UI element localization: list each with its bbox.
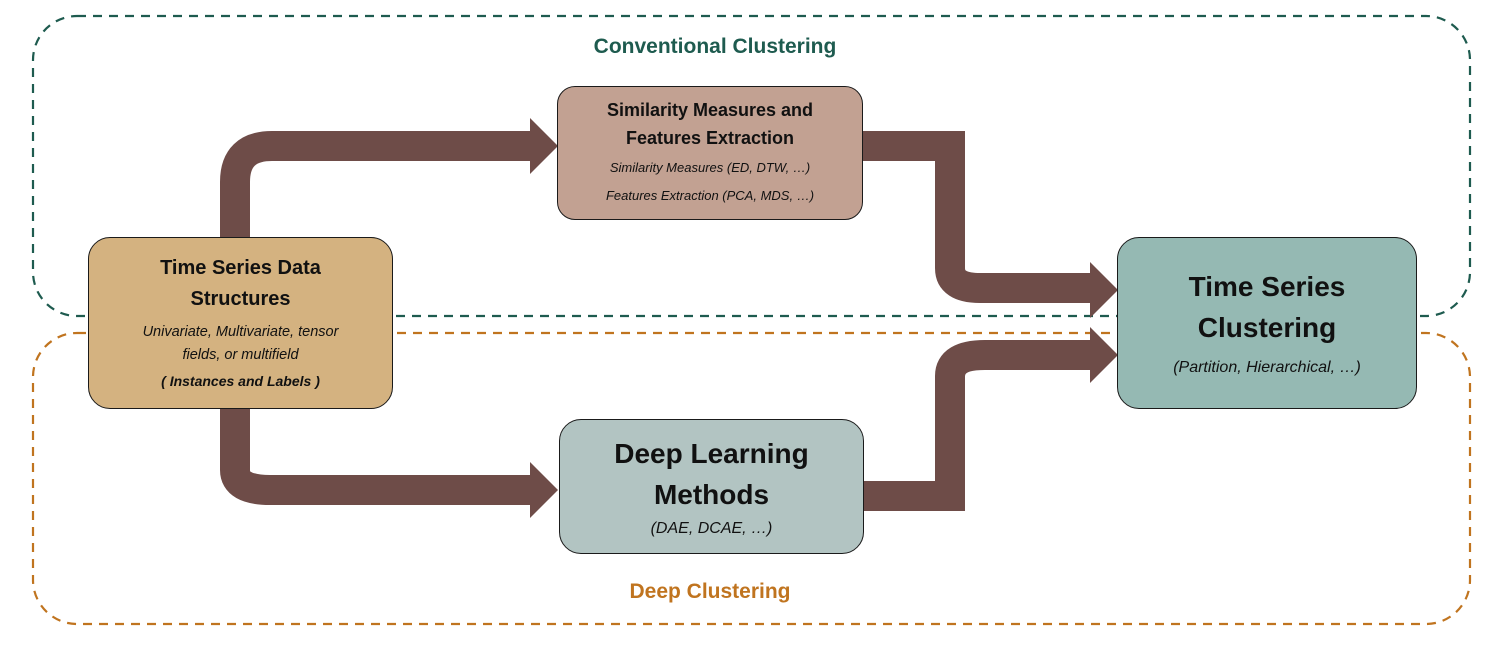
node-title: Clustering: [1197, 312, 1337, 343]
arrow-data-to-deep: [220, 408, 535, 505]
node-description: Features Extraction (PCA, MDS, …): [605, 188, 815, 203]
time-series-data-structures-node: Time Series Data Structures Univariate, …: [88, 237, 393, 409]
arrowhead-clustering-bottom: [1090, 327, 1118, 383]
node-title: Time Series Data: [160, 257, 321, 279]
node-title: Deep Learning: [614, 437, 809, 469]
node-title: Time Series: [1188, 271, 1346, 302]
conventional-clustering-label: Conventional Clustering: [593, 35, 837, 58]
node-title: Methods: [653, 478, 770, 510]
arrow-similarity-to-clustering: [862, 131, 1092, 303]
node-description: fields, or multifield: [182, 347, 299, 363]
arrow-data-to-similarity: [220, 131, 535, 240]
node-title: Structures: [190, 288, 291, 310]
arrowhead-deep: [530, 462, 558, 518]
arrowhead-similarity: [530, 118, 558, 174]
conventional-clustering-region: [31, 14, 1472, 318]
similarity-measures-node: Similarity Measures and Features Extract…: [557, 86, 863, 220]
node-description: (DAE, DCAE, …): [650, 519, 773, 537]
deep-clustering-label: Deep Clustering: [629, 580, 791, 603]
node-description: (Partition, Hierarchical, …): [1173, 359, 1361, 376]
arrow-deep-to-clustering: [864, 340, 1094, 511]
time-series-clustering-node: Time Series Clustering (Partition, Hiera…: [1117, 237, 1417, 409]
node-title: Features Extraction: [625, 128, 795, 148]
node-description: Univariate, Multivariate, tensor: [142, 324, 339, 340]
node-note: ( Instances and Labels ): [161, 373, 320, 389]
deep-learning-methods-node: Deep Learning Methods (DAE, DCAE, …): [559, 419, 864, 554]
node-title: Similarity Measures and: [606, 100, 814, 120]
arrowhead-clustering-top: [1090, 262, 1118, 318]
node-description: Similarity Measures (ED, DTW, …): [609, 160, 811, 175]
deep-clustering-region: [31, 331, 1472, 626]
